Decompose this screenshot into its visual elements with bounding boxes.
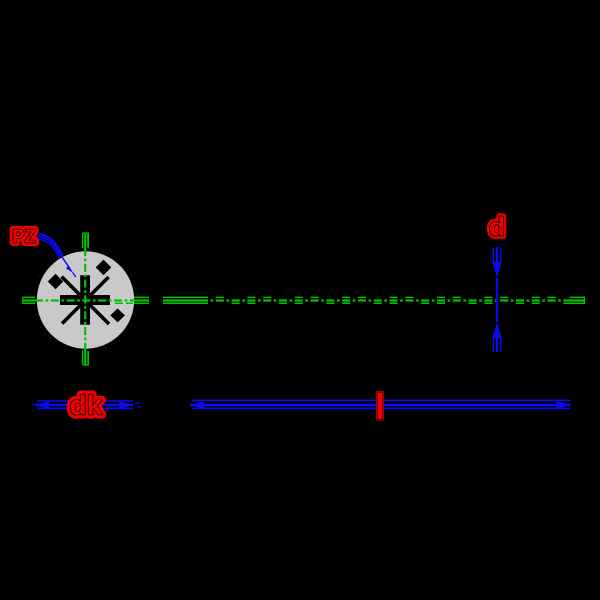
svg-text:dk: dk	[70, 390, 103, 421]
svg-text:d: d	[489, 212, 505, 242]
svg-text:dk: dk	[70, 390, 103, 421]
svg-text:l: l	[375, 386, 385, 427]
svg-text:PZ: PZ	[12, 226, 36, 247]
svg-text:l: l	[375, 386, 385, 427]
svg-text:PZ: PZ	[12, 226, 36, 247]
svg-text:d: d	[489, 212, 505, 242]
